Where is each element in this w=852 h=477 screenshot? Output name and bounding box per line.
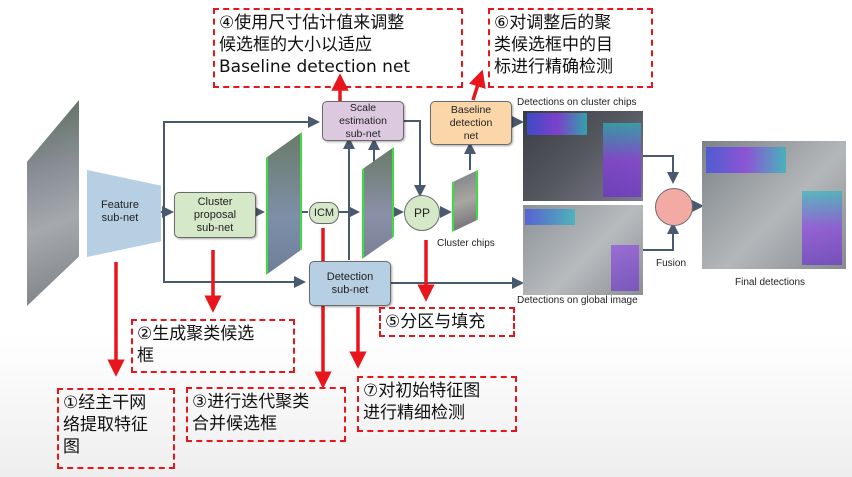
detections-cluster-image bbox=[523, 111, 643, 201]
scale-estimation-subnet: Scale estimation sub-net bbox=[322, 101, 404, 141]
fusion-node bbox=[655, 188, 693, 226]
fusion-label: Fusion bbox=[656, 258, 687, 269]
annotation-2: ②生成聚类候选 框 bbox=[131, 319, 295, 373]
cluster-chips-stack bbox=[452, 170, 478, 232]
cluster-region-map bbox=[266, 132, 302, 275]
annotation-7: ⑦对初始特征图 进行精细检测 bbox=[357, 376, 517, 432]
baseline-detection-net: Baseline detection net bbox=[430, 101, 512, 145]
cluster-proposal-subnet: Cluster proposal sub-net bbox=[174, 192, 256, 238]
cluster-chips-label: Cluster chips bbox=[437, 238, 495, 249]
annotation-4: ④使用尺寸估计值来调整 候选框的大小以适应 Baseline detection… bbox=[213, 8, 463, 88]
feature-subnet bbox=[87, 170, 161, 257]
final-detections-image bbox=[702, 141, 846, 269]
detections-cluster-label: Detections on cluster chips bbox=[517, 97, 637, 108]
detections-global-image bbox=[523, 205, 643, 295]
annotation-6: ⑥对调整后的聚 类候选框中的目 标进行精确检测 bbox=[488, 8, 653, 88]
feature-subnet-label: Feature sub-net bbox=[101, 199, 139, 224]
final-detections-label: Final detections bbox=[735, 277, 806, 288]
icm-node: ICM bbox=[309, 202, 339, 224]
annotation-3: ③进行迭代聚类 合并候选框 bbox=[186, 387, 346, 442]
annotation-1: ①经主干网 络提取特征 图 bbox=[57, 388, 175, 469]
detections-global-label: Detections on global image bbox=[517, 295, 638, 306]
pp-node: PP bbox=[404, 195, 440, 231]
detection-subnet: Detection sub-net bbox=[309, 261, 391, 306]
merged-cluster-map bbox=[362, 147, 394, 259]
annotation-5: ⑤分区与填充 bbox=[379, 307, 515, 337]
